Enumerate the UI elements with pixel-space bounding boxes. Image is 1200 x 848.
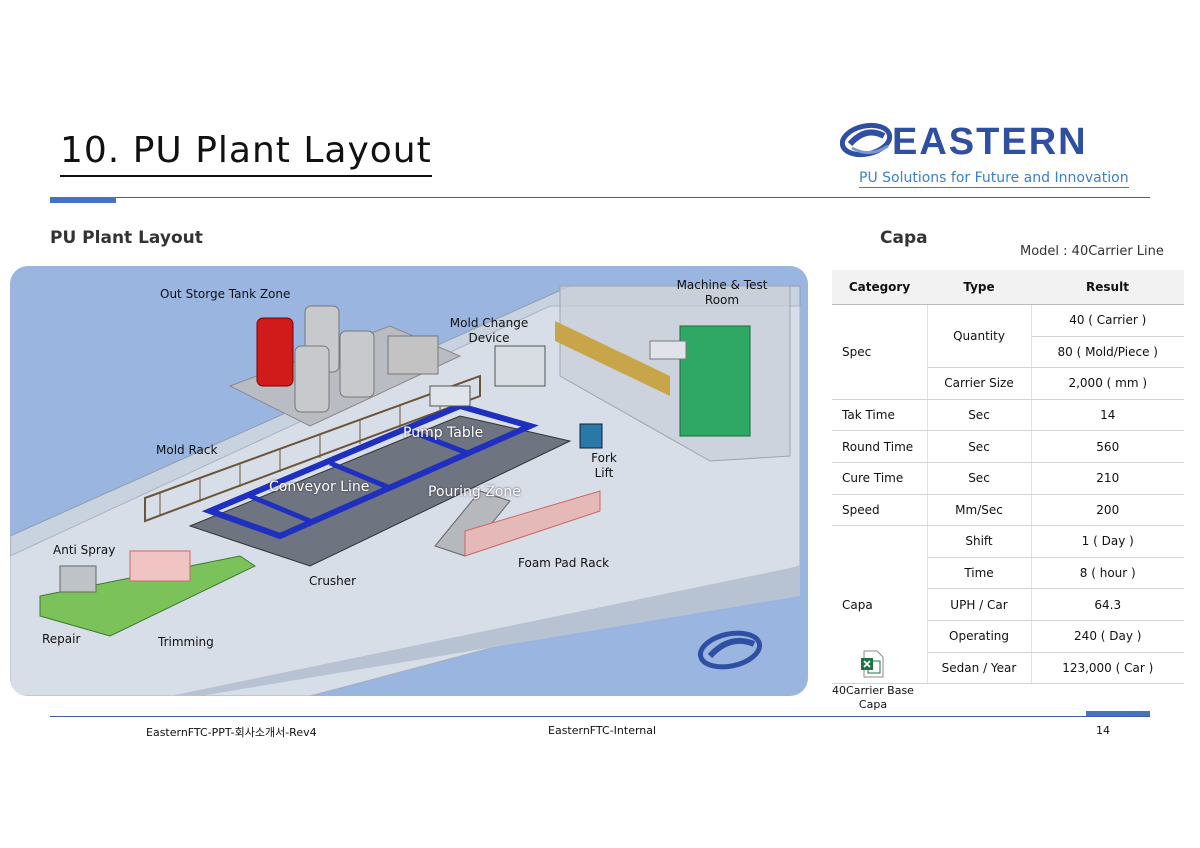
capa-result: 64.3 bbox=[1031, 588, 1184, 621]
plant-layout-drawing bbox=[10, 285, 801, 696]
capa-type: Time bbox=[927, 557, 1032, 590]
header-accent-bar bbox=[50, 197, 116, 203]
metric-type: Sec bbox=[927, 399, 1032, 432]
capa-type: Sedan / Year bbox=[927, 652, 1032, 685]
metric-category: Tak Time bbox=[832, 399, 928, 432]
eastern-e-logo-icon: EASTERN bbox=[840, 121, 1088, 162]
table-row: Time 8 ( hour ) bbox=[832, 557, 1184, 590]
table-row: Operating 240 ( Day ) bbox=[832, 620, 1184, 653]
label-crusher: Crusher bbox=[309, 574, 357, 588]
table-row: UPH / Car 64.3 bbox=[832, 588, 1184, 621]
label-repair: Repair bbox=[42, 632, 81, 646]
quantity-mold: 80 ( Mold/Piece ) bbox=[1031, 336, 1184, 369]
capa-type: UPH / Car bbox=[927, 588, 1032, 621]
table-row: Sedan / Year 123,000 ( Car ) bbox=[832, 652, 1184, 685]
header-result: Result bbox=[1031, 270, 1184, 305]
label-trimming: Trimming bbox=[158, 635, 214, 649]
section-title-capa: Capa bbox=[880, 228, 928, 248]
label-out-storage: Out Storge Tank Zone bbox=[160, 287, 291, 301]
footer-document-id: EasternFTC-PPT-회사소개서-Rev4 bbox=[146, 726, 317, 739]
table-header-row: Category Type Result bbox=[832, 270, 1184, 305]
footer-accent-bar bbox=[1086, 711, 1150, 716]
metric-result: 560 bbox=[1031, 430, 1184, 463]
header-type: Type bbox=[927, 270, 1031, 305]
header-category: Category bbox=[832, 270, 927, 305]
table-row: 80 ( Mold/Piece ) bbox=[832, 336, 1184, 369]
metric-type: Sec bbox=[927, 430, 1032, 463]
metric-category: Speed bbox=[832, 494, 928, 527]
footer-classification: EasternFTC-Internal bbox=[548, 724, 657, 737]
capa-result: 240 ( Day ) bbox=[1031, 620, 1184, 653]
quantity-carrier: 40 ( Carrier ) bbox=[1031, 304, 1184, 337]
label-conveyor-line: Conveyor Line bbox=[269, 479, 370, 495]
carrier-size-type: Carrier Size bbox=[927, 367, 1032, 400]
footer-divider bbox=[50, 716, 1150, 717]
header-divider bbox=[50, 197, 1150, 198]
metric-type: Mm/Sec bbox=[927, 494, 1032, 527]
table-row: Carrier Size 2,000 ( mm ) bbox=[832, 367, 1184, 400]
eastern-e-watermark-icon bbox=[697, 630, 763, 670]
capa-result: 1 ( Day ) bbox=[1031, 525, 1184, 558]
capa-table: Category Type Result Spec Quantity 40 ( … bbox=[832, 270, 1184, 711]
tagline: PU Solutions for Future and Innovation bbox=[859, 170, 1129, 188]
quantity-type: Quantity bbox=[927, 304, 1032, 369]
label-pump-table: Pump Table bbox=[403, 425, 484, 441]
table-row: Tak Time Sec 14 bbox=[832, 399, 1184, 432]
excel-file-icon[interactable] bbox=[860, 650, 884, 678]
metric-result: 200 bbox=[1031, 494, 1184, 527]
metric-category: Cure Time bbox=[832, 462, 928, 495]
model-label: Model : 40Carrier Line bbox=[1020, 244, 1164, 259]
capa-result: 123,000 ( Car ) bbox=[1031, 652, 1184, 685]
table-row: Cure Time Sec 210 bbox=[832, 462, 1184, 495]
table-row: Round Time Sec 560 bbox=[832, 430, 1184, 463]
label-mold-rack: Mold Rack bbox=[156, 443, 218, 457]
page-title: 10. PU Plant Layout bbox=[60, 128, 432, 177]
capa-result: 8 ( hour ) bbox=[1031, 557, 1184, 590]
table-row: Speed Mm/Sec 200 bbox=[832, 494, 1184, 527]
capa-category-label: Capa bbox=[842, 597, 873, 612]
page-number: 14 bbox=[1096, 724, 1110, 737]
capa-type: Shift bbox=[927, 525, 1032, 558]
label-anti-spray: Anti Spray bbox=[53, 543, 116, 557]
metric-result: 14 bbox=[1031, 399, 1184, 432]
label-pouring-zone: Pouring Zone bbox=[428, 484, 521, 500]
carrier-size-value: 2,000 ( mm ) bbox=[1031, 367, 1184, 400]
label-foam-pad-rack: Foam Pad Rack bbox=[518, 556, 610, 570]
spec-category: Spec bbox=[832, 304, 928, 400]
metric-result: 210 bbox=[1031, 462, 1184, 495]
metric-category: Round Time bbox=[832, 430, 928, 463]
brand-name: EASTERN bbox=[892, 121, 1088, 162]
table-row: Spec Quantity 40 ( Carrier ) bbox=[832, 304, 1184, 400]
capa-type: Operating bbox=[927, 620, 1032, 653]
section-title-layout: PU Plant Layout bbox=[50, 228, 203, 248]
metric-type: Sec bbox=[927, 462, 1032, 495]
